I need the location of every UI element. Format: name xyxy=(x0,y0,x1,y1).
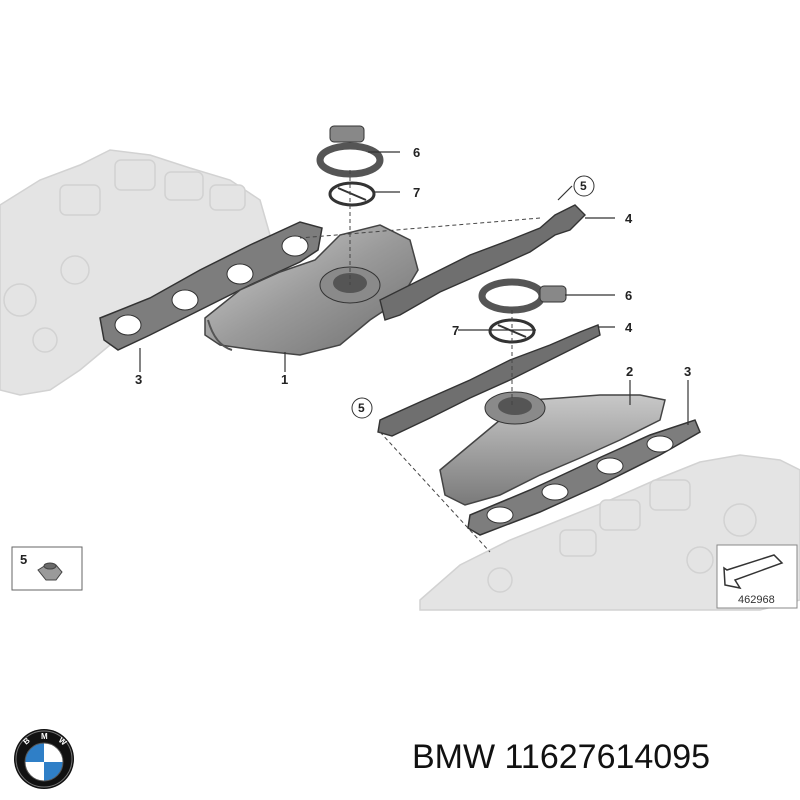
brand-name: BMW xyxy=(412,738,496,776)
callout-4-lower: 4 xyxy=(625,320,633,335)
svg-text:B: B xyxy=(22,736,32,747)
hex-nut-icon xyxy=(37,562,63,581)
callout-circle-5-lower xyxy=(351,397,373,419)
exhaust-manifold-2 xyxy=(439,391,666,506)
callout-3-right: 3 xyxy=(684,364,691,379)
part-caption: BMW 11627614095 xyxy=(412,738,792,788)
callout-5-lower: 5 xyxy=(358,401,365,415)
callout-7-lower: 7 xyxy=(452,323,459,338)
callout-2: 2 xyxy=(626,364,633,379)
gasket-left xyxy=(99,221,323,351)
nut-inset-label: 5 xyxy=(20,552,27,567)
engine-head-left-ghost xyxy=(0,149,271,396)
clamp-lower xyxy=(478,278,567,314)
bracket-upper xyxy=(379,204,586,321)
seal-ring-upper xyxy=(328,181,376,207)
svg-text:W: W xyxy=(57,736,69,748)
callout-6-upper: 6 xyxy=(413,145,420,160)
nut-inset: 5 xyxy=(11,546,83,591)
callout-4-upper: 4 xyxy=(625,211,633,226)
view-direction-arrow-icon xyxy=(723,554,784,590)
bracket-lower xyxy=(377,324,601,437)
callout-7-upper: 7 xyxy=(413,185,420,200)
figure-number: 462968 xyxy=(738,594,775,606)
part-number: 11627614095 xyxy=(504,738,711,776)
bmw-logo: B M W xyxy=(14,729,74,789)
callout-1: 1 xyxy=(281,372,288,387)
callout-circle-5-upper xyxy=(573,175,595,197)
figure-number-box: 462968 xyxy=(716,544,798,609)
callout-5-upper: 5 xyxy=(580,179,587,193)
callout-3-left: 3 xyxy=(135,372,142,387)
leader-lines xyxy=(139,151,689,425)
assembly-axis-lines xyxy=(299,170,541,553)
clamp-upper xyxy=(316,125,384,178)
callout-6-lower: 6 xyxy=(625,288,632,303)
gasket-right xyxy=(467,419,701,536)
engine-head-right-ghost xyxy=(419,454,800,611)
svg-text:M: M xyxy=(41,732,48,741)
